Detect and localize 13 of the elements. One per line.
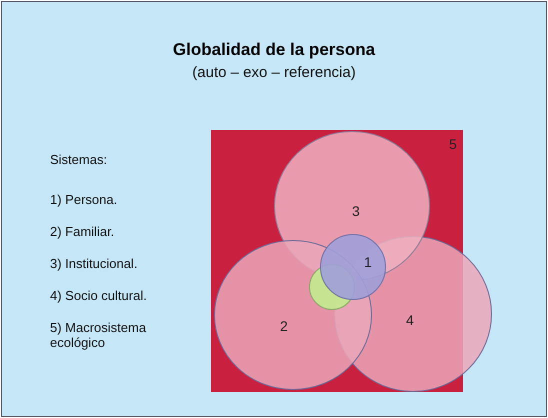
region-number: 1	[364, 254, 372, 270]
subtitle: (auto – exo – referencia)	[191, 64, 357, 81]
list-item: 3) Institucional.	[50, 256, 138, 271]
region-number: 3	[352, 203, 360, 219]
region-number: 4	[406, 312, 414, 328]
list-item: 1) Persona.	[50, 192, 118, 207]
title: Globalidad de la persona	[172, 40, 376, 60]
list-item: 4) Socio cultural.	[50, 288, 147, 303]
list-item: 5) Macrosistema ecológico	[50, 320, 148, 350]
region-number: 2	[280, 318, 288, 334]
list-item: 2) Familiar.	[50, 224, 114, 239]
list-heading: Sistemas:	[50, 152, 108, 167]
region-number: 5	[449, 136, 457, 152]
